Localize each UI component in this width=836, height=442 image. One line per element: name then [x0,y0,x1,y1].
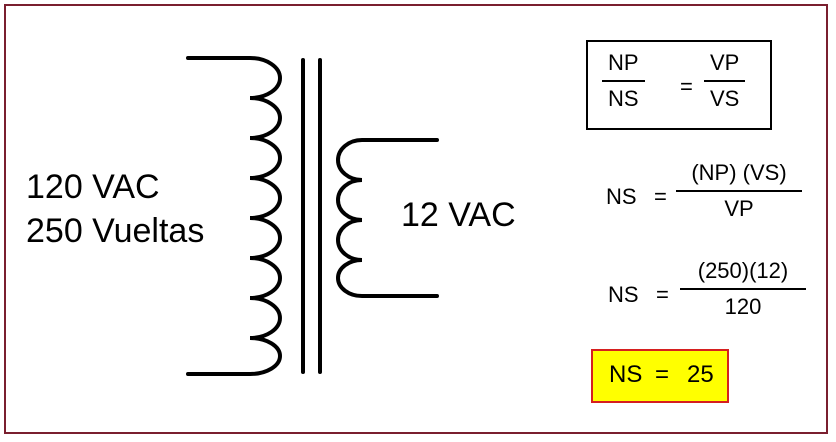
equals-sign: = [680,74,693,99]
substitution-equals: = [656,282,669,307]
ns-formula-fraction: (NP) (VS) VP [676,160,802,222]
substitution-denominator: 120 [724,294,762,319]
secondary-voltage-label: 12 VAC [401,196,516,234]
substitution-lhs: NS [608,282,639,307]
ns-formula-numerator: (NP) (VS) [691,160,787,185]
fraction-bar [676,190,802,192]
ratio-formula-box: NP NS = VP VS [586,40,772,130]
substitution-fraction: (250)(12) 120 [680,258,806,320]
answer-value: 25 [687,361,714,388]
ns-label: NS [608,86,639,111]
ns-formula-denominator: VP [724,196,754,221]
substitution-numerator: (250)(12) [697,258,789,283]
secondary-winding [336,138,439,298]
fraction-bar [602,80,645,82]
primary-voltage-label: 120 VAC [26,168,160,206]
primary-winding [186,56,282,376]
answer-box: NS = 25 [591,349,729,403]
answer-equals: = [655,361,670,388]
ns-formula-equals: = [654,184,667,209]
np-label: NP [608,50,639,75]
fraction-bar [680,288,806,290]
primary-turns-label: 250 Vueltas [26,212,205,250]
fraction-vp-vs: VP VS [704,50,746,112]
vs-label: VS [710,86,740,111]
fraction-np-ns: NP NS [602,50,645,112]
diagram-frame [4,4,828,434]
answer-lhs: NS [609,361,643,388]
vp-label: VP [710,50,740,75]
ns-formula-lhs: NS [606,184,637,209]
fraction-bar [704,80,746,82]
